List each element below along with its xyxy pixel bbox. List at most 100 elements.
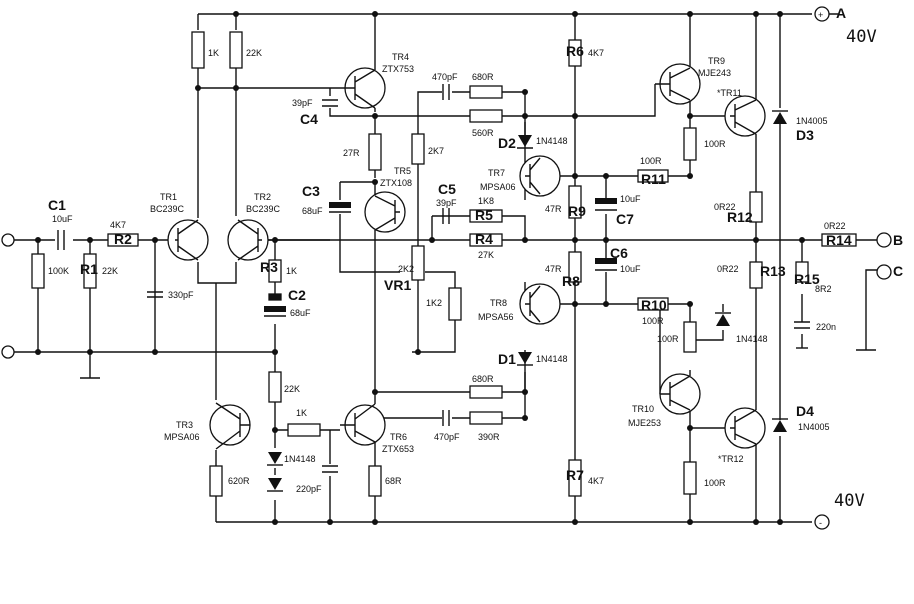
c5-value: 39pF bbox=[436, 198, 457, 208]
label-680r-top: 680R bbox=[472, 72, 494, 82]
plus-sign: + bbox=[818, 10, 823, 20]
label-1k: 1K bbox=[208, 48, 219, 58]
node-a-label: A bbox=[836, 5, 846, 21]
d2-label: D2 bbox=[498, 135, 516, 151]
label-390r: 390R bbox=[478, 432, 500, 442]
c1-value: 10uF bbox=[52, 214, 73, 224]
label-27k: 27K bbox=[478, 250, 494, 260]
node-c-label: C bbox=[893, 263, 903, 279]
labels: A 40V 40V B C 1K 22K 4K7 R2 R1 22K 100K … bbox=[48, 5, 903, 511]
driver-diode-type: 1N4148 bbox=[736, 334, 768, 344]
tr3-label: TR3 bbox=[176, 420, 193, 430]
c4-value: 39pF bbox=[292, 98, 313, 108]
r14-label: R14 bbox=[826, 232, 852, 248]
capacitor-plates bbox=[57, 84, 810, 473]
minus-sign: - bbox=[819, 518, 822, 528]
c7-value: 10uF bbox=[620, 194, 641, 204]
c6-label: C6 bbox=[610, 245, 628, 261]
r10-value: 100R bbox=[642, 316, 664, 326]
d1-label: D1 bbox=[498, 351, 516, 367]
label-1k-lower: 1K bbox=[296, 408, 307, 418]
r13-value: 0R22 bbox=[717, 264, 739, 274]
tr2-label: TR2 bbox=[254, 192, 271, 202]
tr4-label: TR4 bbox=[392, 52, 409, 62]
label-22k-lower: 22K bbox=[284, 384, 300, 394]
label-560r: 560R bbox=[472, 128, 494, 138]
r9-value: 47R bbox=[545, 204, 562, 214]
label-2k7: 2K7 bbox=[428, 146, 444, 156]
tr10-label: TR10 bbox=[632, 404, 654, 414]
r2-value: 4K7 bbox=[110, 220, 126, 230]
positive-voltage-label: 40V bbox=[846, 27, 877, 47]
vr1-label: VR1 bbox=[384, 277, 411, 293]
tr7-label: TR7 bbox=[488, 168, 505, 178]
d4-type: 1N4005 bbox=[798, 422, 830, 432]
r6-value: 4K7 bbox=[588, 48, 604, 58]
tr8-label: TR8 bbox=[490, 298, 507, 308]
tr6-label: TR6 bbox=[390, 432, 407, 442]
r3-value: 1K bbox=[286, 266, 297, 276]
c2-value: 68uF bbox=[290, 308, 311, 318]
c5-label: C5 bbox=[438, 181, 456, 197]
r8-value: 47R bbox=[545, 264, 562, 274]
c2-label: C2 bbox=[288, 287, 306, 303]
label-220n: 220n bbox=[816, 322, 836, 332]
r13-label: R13 bbox=[760, 263, 786, 279]
tr12-label: *TR12 bbox=[718, 454, 744, 464]
label-100r-b: 100R bbox=[657, 334, 679, 344]
r7-label: R7 bbox=[566, 467, 584, 483]
label-68r: 68R bbox=[385, 476, 402, 486]
label-100k: 100K bbox=[48, 266, 69, 276]
tr1-label: TR1 bbox=[160, 192, 177, 202]
r14-value: 0R22 bbox=[824, 221, 846, 231]
r6-label: R6 bbox=[566, 43, 584, 59]
r1-label: R1 bbox=[80, 261, 98, 277]
tr3-type: MPSA06 bbox=[164, 432, 200, 442]
label-620r: 620R bbox=[228, 476, 250, 486]
output-terminal-b bbox=[876, 232, 892, 248]
transistors bbox=[167, 63, 766, 450]
label-1k2: 1K2 bbox=[426, 298, 442, 308]
positive-rail-terminal bbox=[814, 6, 830, 22]
r15-value: 8R2 bbox=[815, 284, 832, 294]
input-ground-terminal bbox=[1, 345, 15, 359]
label-100r-a: 100R bbox=[704, 139, 726, 149]
label-330pf: 330pF bbox=[168, 290, 194, 300]
r11-value: 100R bbox=[640, 156, 662, 166]
tr10-type: MJE253 bbox=[628, 418, 661, 428]
d4-label: D4 bbox=[796, 403, 814, 419]
label-2k2: 2K2 bbox=[398, 264, 414, 274]
diodes bbox=[267, 110, 788, 492]
tr5-label: TR5 bbox=[394, 166, 411, 176]
wires bbox=[14, 13, 878, 523]
output-terminal-c bbox=[876, 264, 892, 280]
r1-value: 22K bbox=[102, 266, 118, 276]
r7-value: 4K7 bbox=[588, 476, 604, 486]
r12-label: R12 bbox=[727, 209, 753, 225]
r8-label: R8 bbox=[562, 273, 580, 289]
label-470pf-top: 470pF bbox=[432, 72, 458, 82]
label-27r: 27R bbox=[343, 148, 360, 158]
tr5-type: ZTX108 bbox=[380, 178, 412, 188]
tr9-label: TR9 bbox=[708, 56, 725, 66]
c4-label: C4 bbox=[300, 111, 318, 127]
tr4-type: ZTX753 bbox=[382, 64, 414, 74]
tr7-type: MPSA06 bbox=[480, 182, 516, 192]
d3-type: 1N4005 bbox=[796, 116, 828, 126]
tr8-type: MPSA56 bbox=[478, 312, 514, 322]
tr2-type: BC239C bbox=[246, 204, 281, 214]
node-b-label: B bbox=[893, 232, 903, 248]
input-terminal bbox=[1, 233, 15, 247]
bias-diode-type: 1N4148 bbox=[284, 454, 316, 464]
d2-type: 1N4148 bbox=[536, 136, 568, 146]
r5-label: R5 bbox=[475, 207, 493, 223]
c1-label: C1 bbox=[48, 197, 66, 213]
resistor-bodies bbox=[31, 31, 857, 497]
label-220pf: 220pF bbox=[296, 484, 322, 494]
c7-label: C7 bbox=[616, 211, 634, 227]
tr6-type: ZTX653 bbox=[382, 444, 414, 454]
tr9-type: MJE243 bbox=[698, 68, 731, 78]
tr1-type: BC239C bbox=[150, 204, 185, 214]
